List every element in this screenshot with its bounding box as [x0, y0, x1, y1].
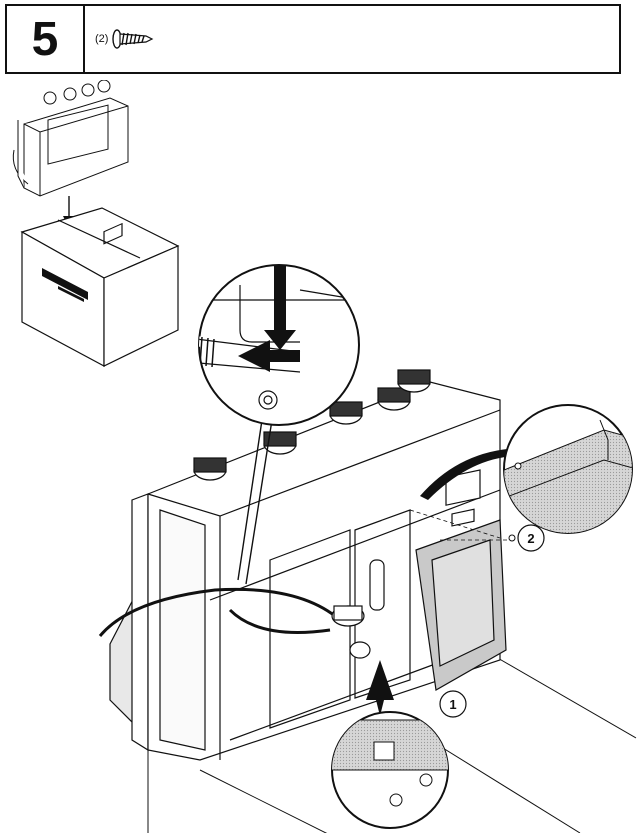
detail-magnifier-right — [503, 404, 633, 534]
mounting-bracket — [415, 469, 507, 691]
detail-magnifier-top — [198, 264, 360, 426]
part-quantity: (2) — [95, 33, 109, 45]
callout-2-label: 2 — [527, 531, 534, 546]
grill-body — [109, 381, 501, 761]
floor-lines — [147, 656, 637, 833]
curved-arrow — [420, 440, 530, 500]
grill-thumbnail — [12, 80, 129, 197]
step-header: 5 (2) — [5, 4, 621, 74]
callout-2: 2 — [517, 524, 545, 552]
callout-1-label: 1 — [449, 697, 456, 712]
parts-list: (2) — [85, 6, 619, 72]
screw-guide-lines — [409, 509, 510, 541]
assembly-diagram: 1 2 — [12, 80, 637, 833]
screw-icon — [112, 29, 154, 49]
control-knobs — [193, 369, 431, 481]
regulator — [331, 605, 371, 659]
gas-hose — [98, 587, 341, 637]
screw-marker — [508, 534, 516, 542]
step-number: 5 — [7, 6, 85, 72]
detail-magnifier-bottom — [331, 711, 449, 829]
packing-box — [20, 207, 180, 368]
callout-1: 1 — [439, 690, 467, 718]
